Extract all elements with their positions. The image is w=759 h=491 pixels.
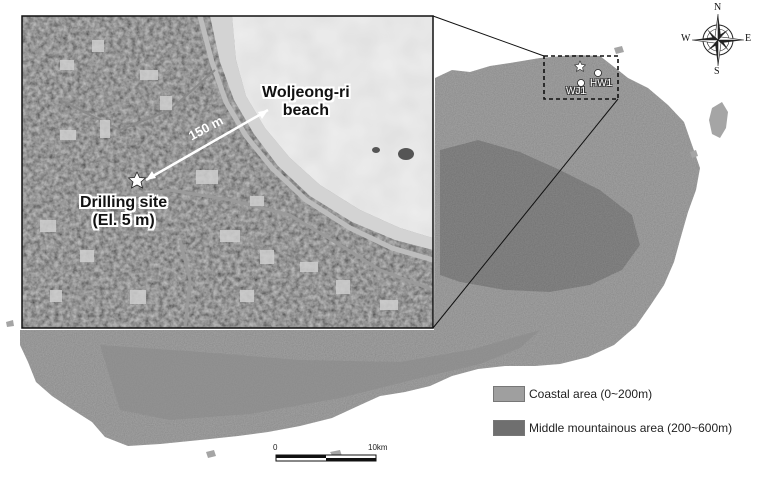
inset-buildings [40,40,398,310]
inset-coast-road [197,16,433,263]
compass-north-label: N [714,2,722,13]
drilling-site-elevation: (El. 5 m) [92,212,155,230]
compass-south-label: S [714,66,720,77]
drilling-site-name: Drilling site [80,194,168,211]
scale-start-label: 0 [273,443,278,452]
aerial-inset-frame [21,15,434,329]
compass-west-label: W [681,33,691,44]
island-coastal-area [20,55,700,446]
well-marker-icon-hw1 [594,69,602,77]
island-mountain-area [440,140,640,292]
well-label-hw1: HW1 [590,78,613,89]
zoom-line-bottom [432,98,619,329]
inset-road [109,188,433,292]
island-mountain-area-south [100,330,540,420]
aerial-inset [22,16,433,328]
inset-rocks [372,147,414,160]
inset-road-3 [59,69,216,132]
islet-south [206,450,216,458]
legend-swatch-coastal [493,386,525,402]
legend-item-mountain: Middle mountainous area (200~600m) [493,420,732,436]
star-marker-icon [127,171,147,189]
drilling-site-label: Drilling site (El. 5 m) [80,194,167,231]
islet-east-small [690,150,698,158]
inset-road-2 [178,239,192,328]
beach-word: beach [282,102,329,120]
well-label-wj1: WJ1 [566,86,586,97]
islet-east [709,102,728,138]
well-marker-icon-wj1 [577,79,585,87]
legend-swatch-mountain [493,420,525,436]
legend-label-mountain: Middle mountainous area (200~600m) [529,421,733,435]
compass-rose-icon [691,13,745,67]
beach-name: Woljeong-ri [262,84,350,101]
islet-west [6,320,14,327]
legend-label-coastal: Coastal area (0~200m) [529,387,653,401]
zoom-line-top [432,15,545,57]
islet-north [614,46,624,54]
beach-label: Woljeong-ri beach [262,84,350,121]
inset-sea [232,16,433,238]
star-marker-icon-overview [573,60,587,73]
scale-bar [275,454,377,462]
inset-beach [210,16,433,250]
compass-east-label: E [745,33,752,44]
legend-item-coastal: Coastal area (0~200m) [493,386,652,402]
scale-end-label: 10km [368,443,388,452]
study-area-box [543,55,619,100]
double-arrow-icon [145,108,269,182]
